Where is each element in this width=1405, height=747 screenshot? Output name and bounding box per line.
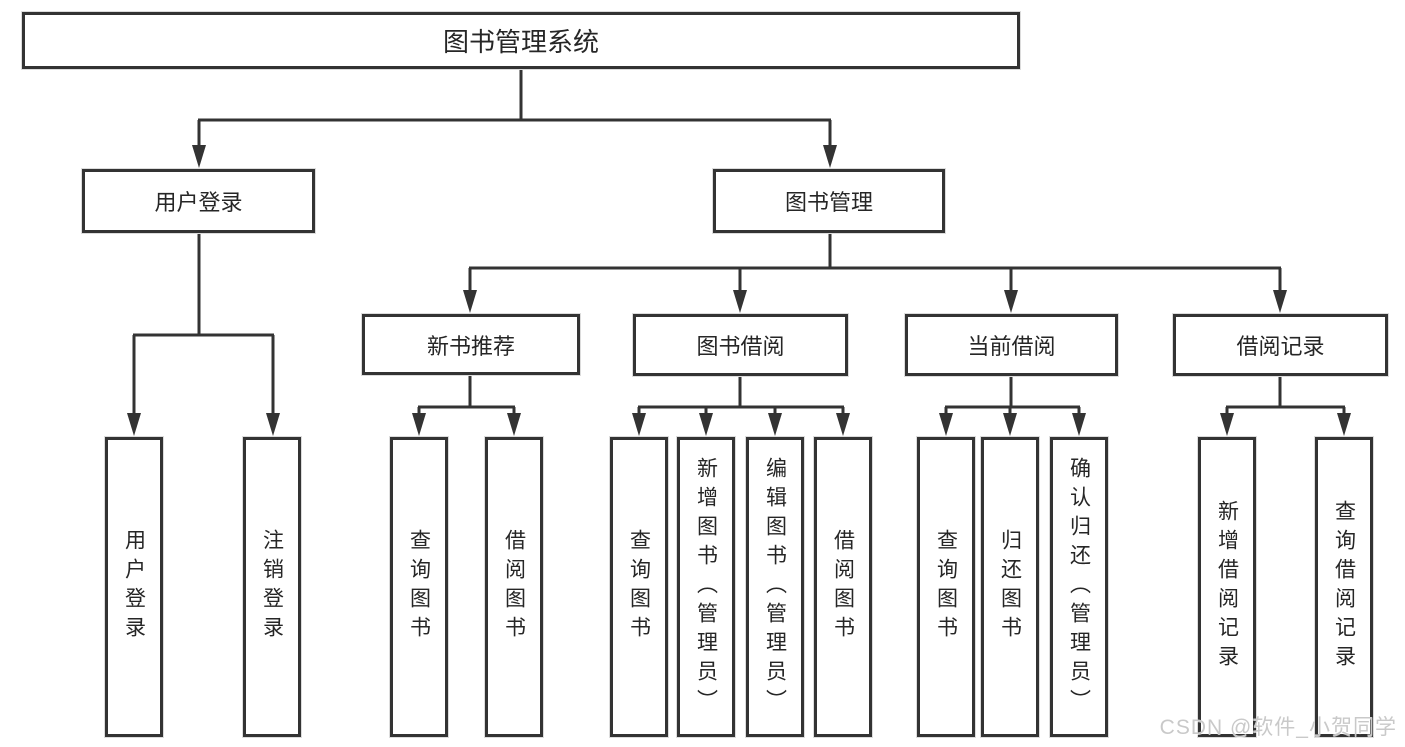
node-new-book-recommend: 新书推荐 xyxy=(362,314,580,375)
leaf-logout: 注销登录 xyxy=(243,437,301,737)
leaf-records-query-record: 查询借阅记录 xyxy=(1315,437,1373,737)
leaf-recommend-query-book: 查询图书 xyxy=(390,437,448,737)
leaf-user-login: 用户登录 xyxy=(105,437,163,737)
leaf-current-query-book-label: 查询图书 xyxy=(934,529,958,645)
leaf-records-query-record-label: 查询借阅记录 xyxy=(1332,500,1356,674)
leaf-borrow-add-book-admin: 新增图书（管理员） xyxy=(677,437,735,737)
leaf-logout-label: 注销登录 xyxy=(260,529,284,645)
leaf-borrow-query-book-label: 查询图书 xyxy=(627,529,651,645)
leaf-current-return-book: 归还图书 xyxy=(981,437,1039,737)
node-book-management: 图书管理 xyxy=(713,169,945,233)
connector-path xyxy=(132,68,1346,415)
leaf-borrow-add-book-admin-label: 新增图书（管理员） xyxy=(694,456,718,718)
leaf-recommend-borrow-book-label: 借阅图书 xyxy=(502,529,526,645)
leaf-user-login-label: 用户登录 xyxy=(122,529,146,645)
leaf-borrow-query-book: 查询图书 xyxy=(610,437,668,737)
csdn-watermark: CSDN @软件_小贺同学 xyxy=(1159,716,1397,739)
leaf-current-return-book-label: 归还图书 xyxy=(998,529,1022,645)
leaf-borrow-edit-book-admin: 编辑图书（管理员） xyxy=(746,437,804,737)
leaf-recommend-borrow-book: 借阅图书 xyxy=(485,437,543,737)
node-user-login: 用户登录 xyxy=(82,169,315,233)
leaf-current-confirm-return-admin-label: 确认归还（管理员） xyxy=(1067,456,1091,718)
arrowheads xyxy=(127,145,1351,436)
leaf-records-add-record-label: 新增借阅记录 xyxy=(1215,500,1239,674)
leaf-borrow-borrow-book: 借阅图书 xyxy=(814,437,872,737)
leaf-current-query-book: 查询图书 xyxy=(917,437,975,737)
node-system-root: 图书管理系统 xyxy=(22,12,1020,69)
leaf-current-confirm-return-admin: 确认归还（管理员） xyxy=(1050,437,1108,737)
leaf-borrow-edit-book-admin-label: 编辑图书（管理员） xyxy=(763,456,787,718)
leaf-borrow-borrow-book-label: 借阅图书 xyxy=(831,529,855,645)
leaf-records-add-record: 新增借阅记录 xyxy=(1198,437,1256,737)
node-current-borrow: 当前借阅 xyxy=(905,314,1118,376)
leaf-recommend-query-book-label: 查询图书 xyxy=(407,529,431,645)
node-borrow-records: 借阅记录 xyxy=(1173,314,1388,376)
node-book-borrow: 图书借阅 xyxy=(633,314,848,376)
